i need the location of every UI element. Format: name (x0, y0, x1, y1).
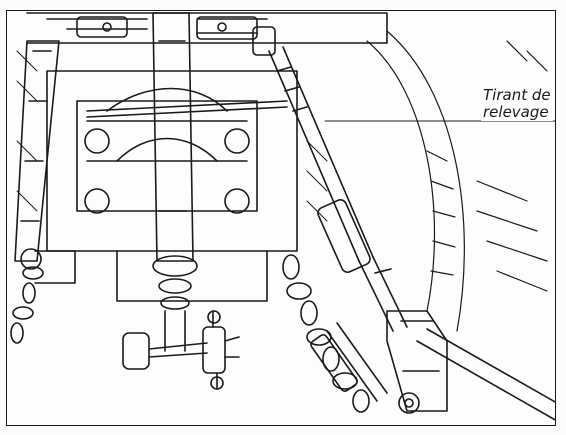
callout-line-1: Tirant de (483, 86, 551, 104)
lift-rod (252, 26, 408, 332)
right-lower-link (386, 310, 555, 421)
tractor-hitch-drawing (10, 12, 555, 421)
lift-shaft (86, 100, 288, 118)
pto-coupling (122, 310, 240, 390)
right-stabilizer-chain (282, 254, 388, 413)
rear-axle-housing (46, 70, 298, 302)
lift-rod-label: Tirant de relevage (481, 87, 553, 121)
left-stabilizer-chain (10, 250, 76, 344)
housing-hatching (16, 50, 328, 222)
left-lower-link (14, 40, 60, 270)
callout-line-2: relevage (483, 103, 549, 121)
illustration-frame: Tirant de relevage (6, 10, 556, 426)
center-top-link (152, 12, 198, 352)
rear-tire (366, 30, 548, 332)
top-frame-bar (26, 12, 388, 44)
